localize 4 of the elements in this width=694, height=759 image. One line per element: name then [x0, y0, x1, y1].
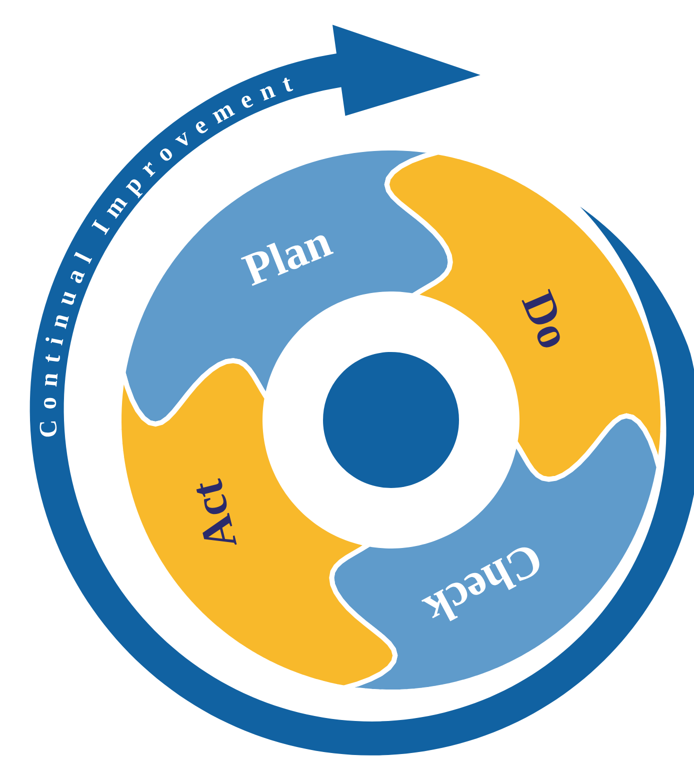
cycle-segment: Do	[384, 150, 666, 482]
center-circle	[323, 352, 459, 488]
cycle-segment: Act	[116, 358, 398, 690]
cycle-segment: Check	[329, 413, 662, 694]
